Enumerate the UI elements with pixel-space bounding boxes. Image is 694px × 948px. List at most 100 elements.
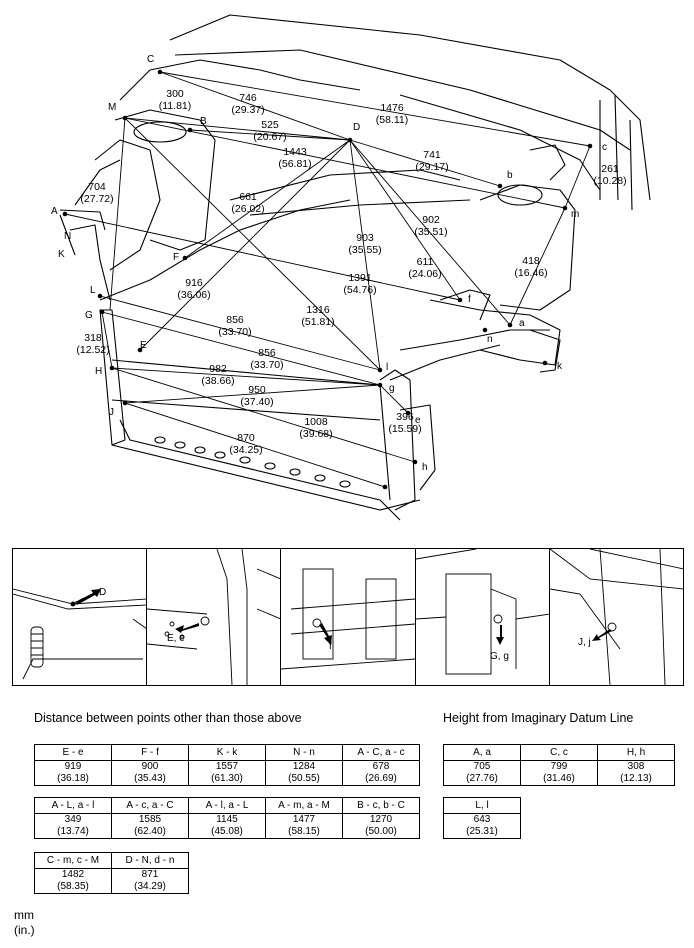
cell-pair: A, a <box>443 744 521 761</box>
point-e: e <box>415 415 421 426</box>
point-letters: C M B D c b A N K m F f a n k L G E l g … <box>51 54 607 473</box>
dim-L-l-mm: 856 <box>226 314 244 326</box>
point-n: n <box>487 334 493 345</box>
cell-value: 705(27.76) <box>443 760 521 786</box>
cell-value: 871(34.29) <box>111 868 189 894</box>
point-F: F <box>173 252 179 263</box>
detail-label-f: f <box>329 641 332 652</box>
cell-value: 1477(58.15) <box>265 813 343 839</box>
detail-E-e-drawing: E, e <box>147 549 281 685</box>
point-b: b <box>507 170 513 181</box>
cell-pair: E - e <box>34 744 112 761</box>
detail-D-drawing: D <box>13 587 147 680</box>
units-in: (in.) <box>14 923 35 937</box>
dim-A-f-in: (54.76) <box>343 284 376 296</box>
dim-J-g-in: (37.40) <box>240 396 273 408</box>
dim-M-l-mm: 1316 <box>306 304 330 316</box>
vehicle-body-outline <box>59 14 651 521</box>
point-L: L <box>90 285 96 296</box>
point-l: l <box>386 362 388 373</box>
dim-G-g-mm: 856 <box>258 347 276 359</box>
cell-pair: A - c, a - C <box>111 797 189 814</box>
cell-value: 678(26.69) <box>342 760 420 786</box>
dim-C-c-in: (29.37) <box>231 104 264 116</box>
cell-value: 1145(45.08) <box>188 813 266 839</box>
dim-C-D-in: (11.81) <box>159 100 192 112</box>
measurement-lines <box>64 71 591 488</box>
detail-panel-E-e: E, e <box>147 549 282 685</box>
point-B: B <box>200 116 207 127</box>
detail-label-G-g: G, g <box>490 651 509 662</box>
cell-pair: A - l, a - L <box>188 797 266 814</box>
point-h: h <box>422 462 428 473</box>
dim-H-g-mm: 982 <box>209 363 227 375</box>
cell-pair: N - n <box>265 744 343 761</box>
other-points-row-1: E - e F - f K - k N - n A - C, a - c 919… <box>34 744 420 786</box>
dim-A-f-mm: 1391 <box>348 272 372 284</box>
cell-value: 919(36.18) <box>34 760 112 786</box>
detail-views-strip: D E, e f <box>12 548 684 686</box>
point-A: A <box>51 206 58 217</box>
dim-D-b-in: (29.17) <box>415 161 448 173</box>
other-points-row-2: A - L, a - l A - c, a - C A - l, a - L A… <box>34 797 420 839</box>
dim-c-m-mm: 261 <box>601 163 619 175</box>
cell-value: 643(25.31) <box>443 813 521 839</box>
detail-label-E-e: E, e <box>167 633 185 644</box>
detail-panel-D: D <box>13 549 148 685</box>
point-f: f <box>468 294 471 305</box>
dim-a-m-mm: 418 <box>522 255 540 267</box>
dim-B-D-in: (20.67) <box>253 131 286 143</box>
dim-G-g-in: (33.70) <box>250 359 283 371</box>
dim-D-l-in: (35.55) <box>348 244 381 256</box>
detail-label-J-j: J, j <box>578 637 591 648</box>
cell-value: 1557(61.30) <box>188 760 266 786</box>
measurement-labels: 300 (11.81) 746 (29.37) 1476 (58.11) 525… <box>76 88 626 456</box>
dim-c-m-in: (10.28) <box>593 175 626 187</box>
cell-pair: A - m, a - M <box>265 797 343 814</box>
dim-D-l-mm: 903 <box>356 232 374 244</box>
dim-D-a-in: (35.51) <box>414 226 447 238</box>
cell-pair: C - m, c - M <box>34 852 112 869</box>
height-row-2: L, l 643(25.31) <box>443 797 521 839</box>
cell-value: 900(35.43) <box>111 760 189 786</box>
dim-M-m-mm: 1443 <box>283 146 307 158</box>
measurement-point-dots <box>62 69 593 490</box>
cell-value: 1482(58.35) <box>34 868 112 894</box>
dim-H-h-mm: 1008 <box>304 416 328 428</box>
point-a: a <box>519 318 525 329</box>
cell-pair: K - k <box>188 744 266 761</box>
dim-D-F-mm: 661 <box>239 191 257 203</box>
dim-D-f-in: (24.06) <box>408 268 441 280</box>
other-points-title: Distance between points other than those… <box>34 711 302 725</box>
dim-M-L-in: (27.72) <box>80 193 113 205</box>
lower-beam-holes <box>154 436 351 488</box>
dim-J-j-mm: 870 <box>237 432 255 444</box>
dim-J-j-in: (34.25) <box>229 444 262 456</box>
dim-M-L-mm: 704 <box>88 181 106 193</box>
dim-H-g-in: (38.66) <box>201 375 234 387</box>
body-dimension-diagram: 300 (11.81) 746 (29.37) 1476 (58.11) 525… <box>51 14 651 521</box>
point-N: N <box>64 231 71 242</box>
dim-D-F-in: (26.02) <box>231 203 264 215</box>
dim-J-g-mm: 950 <box>248 384 266 396</box>
dim-g-e-mm: 396 <box>396 411 414 423</box>
detail-J-j-drawing: J, j <box>549 549 684 685</box>
cell-pair: B - c, b - C <box>342 797 420 814</box>
detail-label-D: D <box>99 587 106 598</box>
point-M: M <box>108 102 116 113</box>
dim-M-c-in: (58.11) <box>376 114 409 126</box>
cell-pair: A - L, a - l <box>34 797 112 814</box>
point-m: m <box>571 209 579 220</box>
units-mm: mm <box>14 908 34 922</box>
point-G: G <box>85 310 93 321</box>
height-row-1: A, a C, c H, h 705(27.76) 799(31.46) 308… <box>443 744 675 786</box>
cell-value: 799(31.46) <box>520 760 598 786</box>
dim-C-c-mm: 746 <box>239 92 257 104</box>
dim-D-E-in: (36.06) <box>177 289 210 301</box>
detail-panel-f: f <box>281 549 416 685</box>
detail-panel-J-j: J, j <box>549 549 684 685</box>
dim-C-D-mm: 300 <box>166 88 184 100</box>
point-D: D <box>353 122 360 133</box>
cell-value: 1270(50.00) <box>342 813 420 839</box>
point-C: C <box>147 54 154 65</box>
